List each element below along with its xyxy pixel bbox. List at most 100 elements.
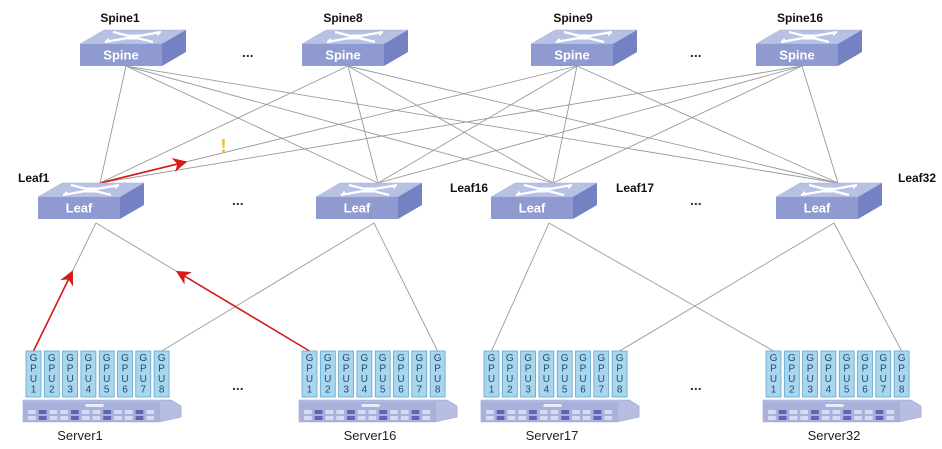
leaf-front-face bbox=[38, 197, 120, 219]
gpu-label-char: 3 bbox=[525, 385, 531, 396]
spine-name: Spine8 bbox=[323, 11, 363, 25]
switch-arrows-icon bbox=[555, 30, 613, 44]
gpu-label-char: U bbox=[66, 374, 73, 385]
traffic-flow-arrow-1 bbox=[32, 270, 74, 352]
gpu-label-char: G bbox=[898, 353, 906, 364]
leaf-name: Leaf1 bbox=[18, 171, 50, 185]
gpu-label-char: G bbox=[524, 353, 532, 364]
gpu-label-char: 6 bbox=[580, 385, 586, 396]
traffic-flow-arrow-3 bbox=[99, 158, 188, 184]
switch-arrows-icon bbox=[515, 183, 573, 197]
link-spine8-leaf32 bbox=[347, 65, 839, 184]
gpu-label-char: 5 bbox=[562, 385, 568, 396]
gpu-label-char: U bbox=[898, 374, 905, 385]
gpu-label-char: G bbox=[861, 353, 869, 364]
gpu-label-char: G bbox=[843, 353, 851, 364]
gpu-label-char: 2 bbox=[789, 385, 795, 396]
leaf-label: Leaf bbox=[344, 201, 371, 216]
gpu-label-char: 6 bbox=[122, 385, 128, 396]
leaf-switch-leaf1[interactable]: Leaf Leaf1 bbox=[18, 171, 145, 219]
gpu-label-char: U bbox=[579, 374, 586, 385]
gpu-label-char: G bbox=[597, 353, 605, 364]
gpu-label-char: P bbox=[807, 364, 814, 375]
gpu-label-char: U bbox=[306, 374, 313, 385]
spine-ellipsis-right: ... bbox=[690, 44, 702, 60]
link-leaf32-server32 bbox=[833, 222, 902, 352]
spine-side-face bbox=[838, 30, 862, 66]
leaf-front-face bbox=[491, 197, 573, 219]
gpu-label-char: P bbox=[616, 364, 623, 375]
gpu-label-char: U bbox=[416, 374, 423, 385]
link-spine16-leaf17 bbox=[552, 65, 803, 184]
gpu-label-char: 2 bbox=[49, 385, 55, 396]
gpu-label-char: G bbox=[397, 353, 405, 364]
leaf-ellipsis-right: ... bbox=[690, 192, 702, 208]
link-spine9-leaf32 bbox=[576, 65, 839, 184]
link-spine16-leaf16 bbox=[377, 65, 803, 184]
gpu-label-char: P bbox=[825, 364, 832, 375]
leaf-side-face bbox=[858, 183, 882, 219]
gpu-label-char: 8 bbox=[435, 385, 441, 396]
gpu-label-char: U bbox=[140, 374, 147, 385]
gpu-label-char: U bbox=[561, 374, 568, 385]
gpu-label-char: U bbox=[616, 374, 623, 385]
server-ellipsis-right: ... bbox=[690, 377, 702, 393]
gpu-label-char: P bbox=[103, 364, 110, 375]
leaf-label: Leaf bbox=[66, 201, 93, 216]
server-name: Server32 bbox=[808, 428, 861, 443]
spine-side-face bbox=[613, 30, 637, 66]
leaf-label: Leaf bbox=[519, 201, 546, 216]
gpu-label-char: 4 bbox=[86, 385, 92, 396]
gpu-label-char: U bbox=[379, 374, 386, 385]
gpu-label-char: P bbox=[30, 364, 37, 375]
gpu-label-char: U bbox=[598, 374, 605, 385]
link-leaf17-server32 bbox=[548, 222, 774, 352]
gpu-label-char: 2 bbox=[507, 385, 513, 396]
gpu-label-char: G bbox=[616, 353, 624, 364]
spine-label: Spine bbox=[554, 48, 589, 63]
